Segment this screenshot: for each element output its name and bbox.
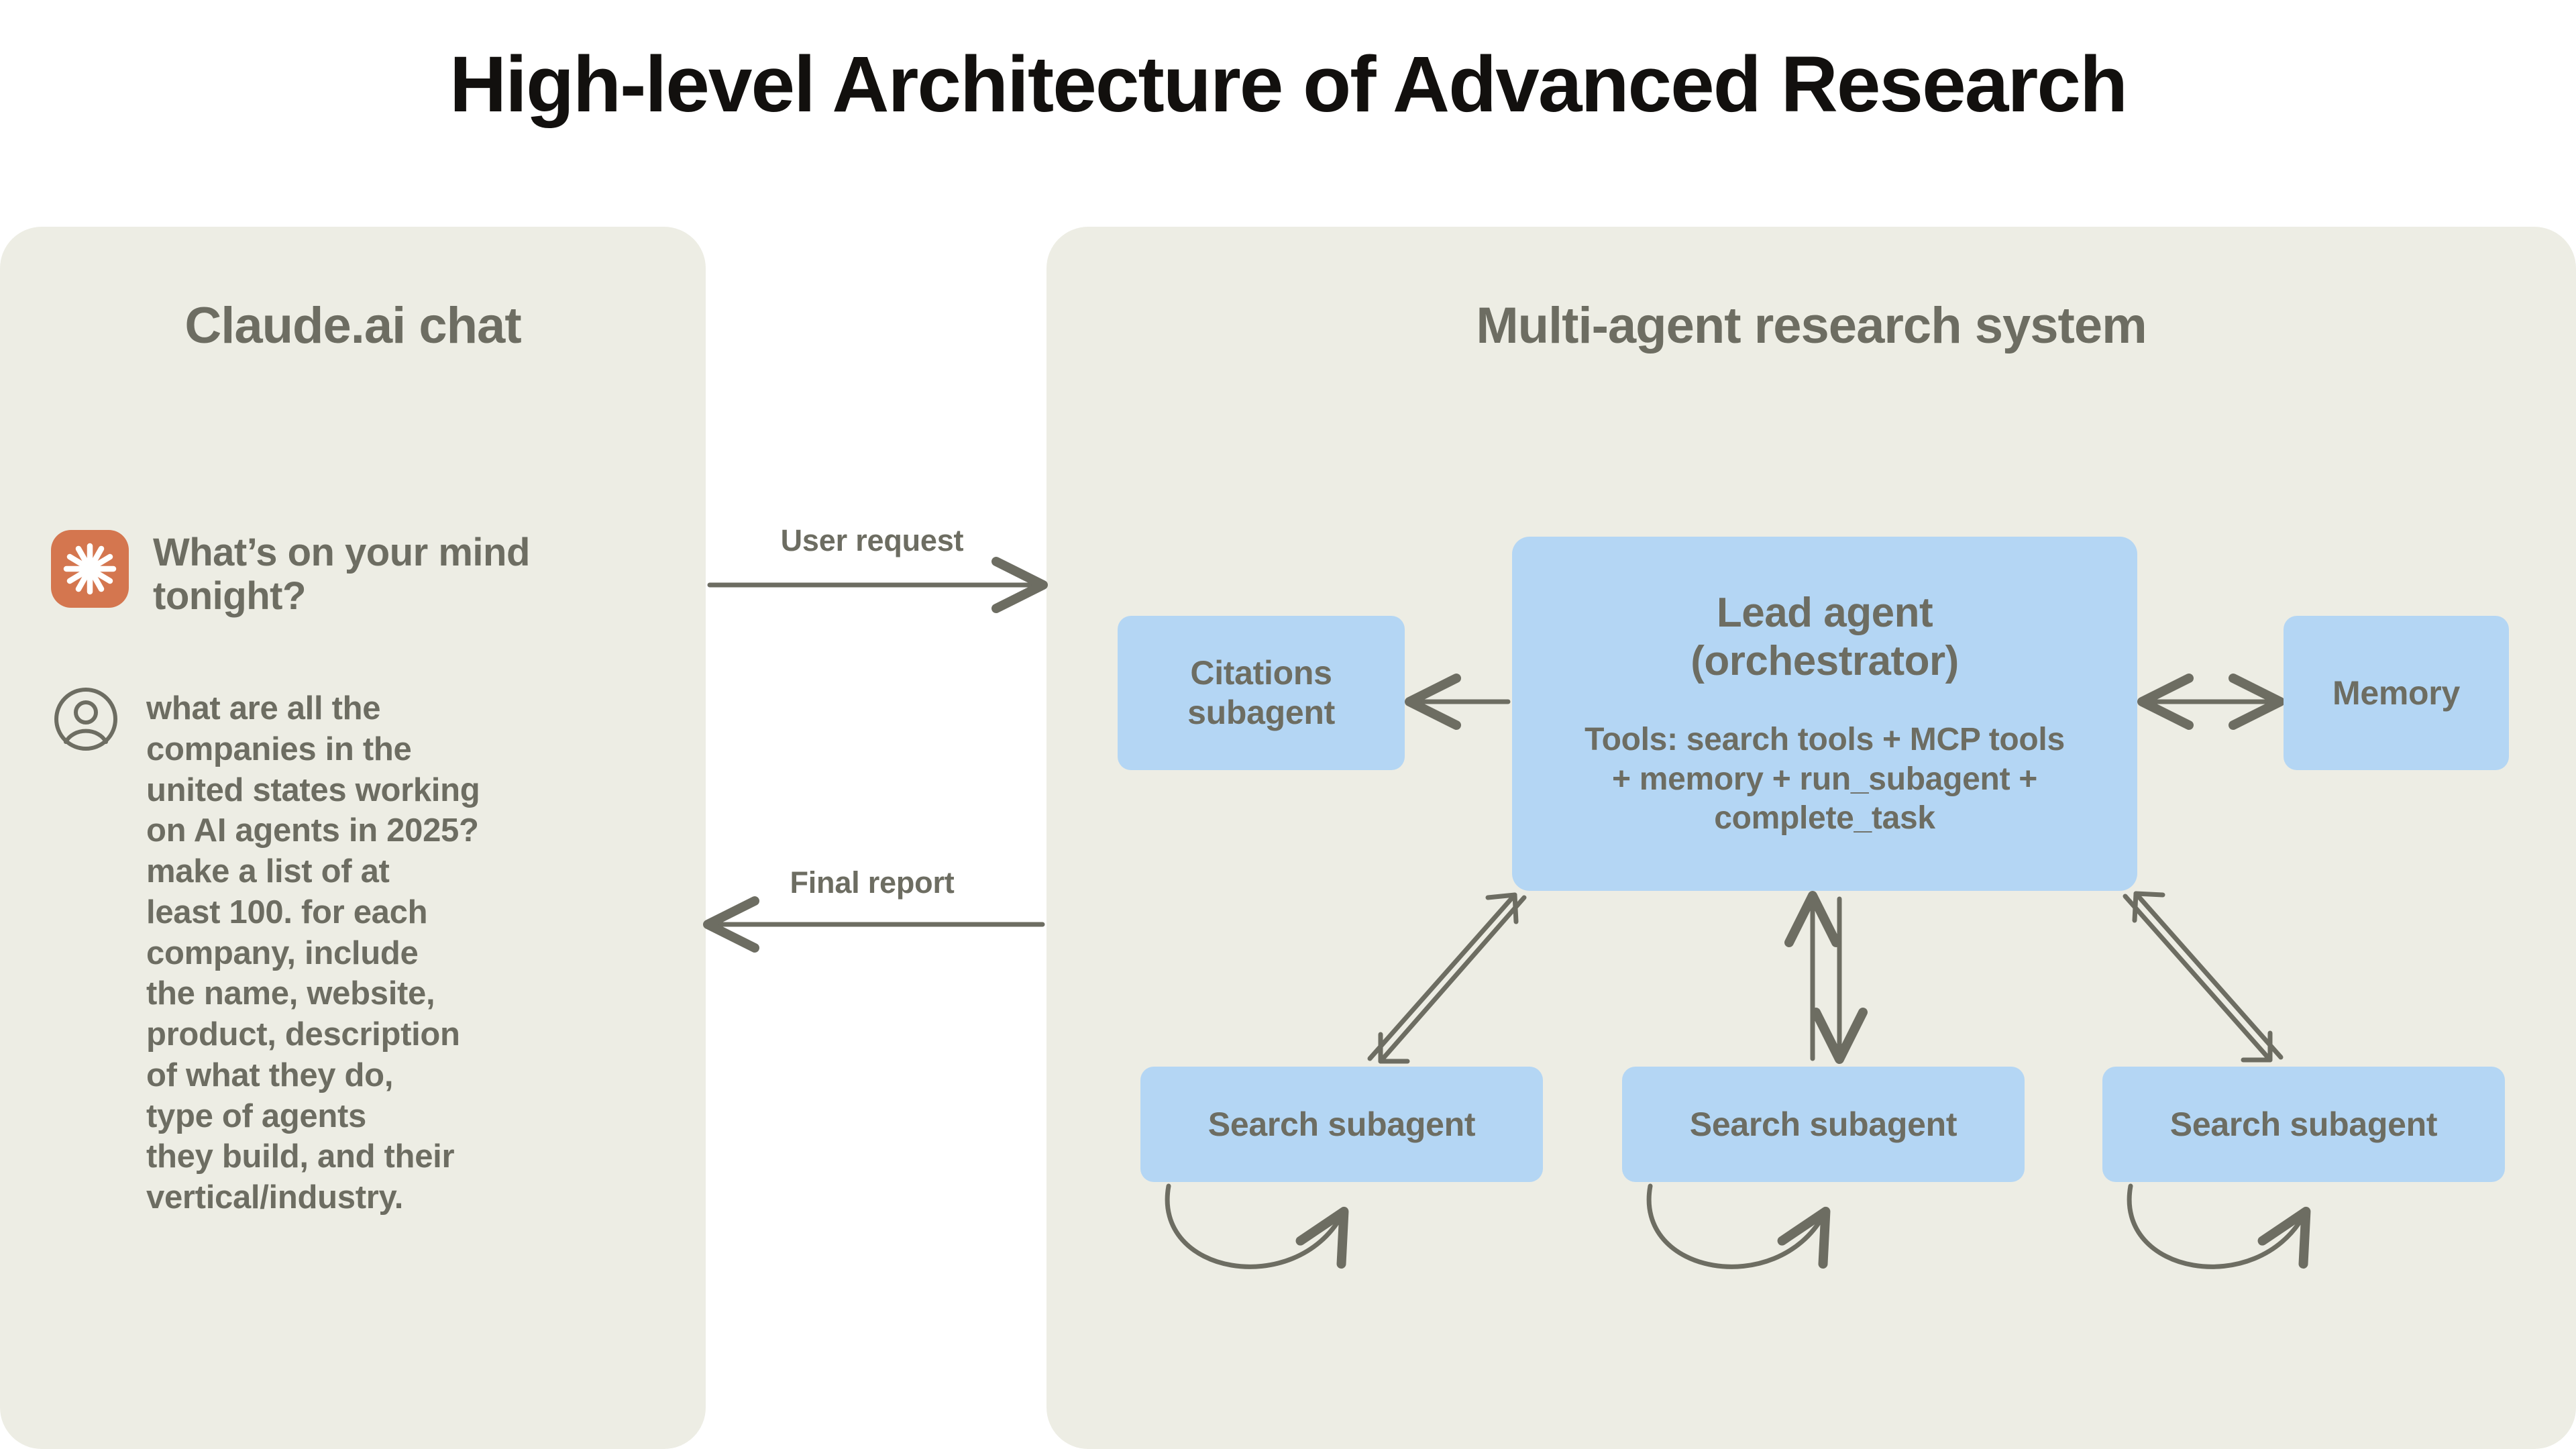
claude-starburst-icon (51, 530, 129, 608)
claude-greeting-text: What’s on your mind tonight? (153, 531, 530, 618)
page-title: High-level Architecture of Advanced Rese… (449, 40, 2128, 129)
memory-label: Memory (2332, 674, 2460, 712)
lead-agent-tools-text: Tools: search tools + MCP tools + memory… (1585, 722, 2065, 837)
search-subagent-label-2: Search subagent (1689, 1106, 1957, 1143)
claude-chat-panel-heading: Claude.ai chat (184, 297, 521, 354)
user-circle-icon (51, 684, 121, 754)
search-subagent-label-1: Search subagent (1208, 1106, 1476, 1143)
citations-subagent-label: Citations subagent (1187, 654, 1335, 731)
claude-greeting-row: What’s on your mind tonight? (51, 530, 668, 619)
user-request-arrow-label: User request (780, 523, 964, 557)
lead-agent-box[interactable]: Lead agent (orchestrator) Tools: search … (1512, 537, 2137, 891)
claude-chat-panel: Claude.ai chat (0, 227, 706, 1449)
user-message-row: what are all the companies in the united… (51, 684, 668, 1218)
search-subagent-box-1[interactable]: Search subagent (1140, 1067, 1543, 1182)
citations-subagent-box[interactable]: Citations subagent (1118, 616, 1405, 770)
multi-agent-system-panel-heading: Multi-agent research system (1476, 297, 2147, 354)
final-report-arrow-label: Final report (790, 865, 955, 900)
user-message-text: what are all the companies in the united… (146, 690, 480, 1216)
lead-agent-title: Lead agent (orchestrator) (1690, 590, 1959, 685)
search-subagent-box-3[interactable]: Search subagent (2102, 1067, 2505, 1182)
search-subagent-label-3: Search subagent (2169, 1106, 2438, 1143)
search-subagent-box-2[interactable]: Search subagent (1622, 1067, 2025, 1182)
memory-box[interactable]: Memory (2284, 616, 2509, 770)
